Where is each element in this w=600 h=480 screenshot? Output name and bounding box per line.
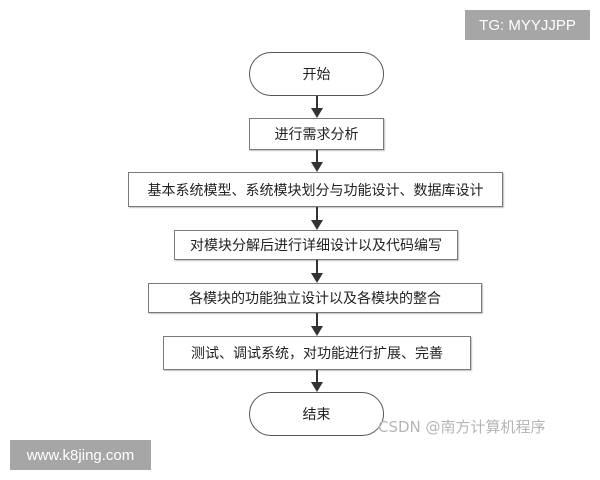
step-system-model-design: 基本系统模型、系统模块划分与功能设计、数据库设计 [128, 172, 503, 207]
website-badge: www.k8jing.com [10, 440, 151, 470]
arrow-head-icon [311, 273, 323, 283]
tg-badge: TG: MYYJJPP [465, 10, 590, 40]
step-testing-improvement: 测试、调试系统，对功能进行扩展、完善 [163, 336, 471, 370]
arrow-head-icon [311, 326, 323, 336]
arrow-connector [316, 370, 318, 382]
arrow-head-icon [311, 108, 323, 118]
arrow-head-icon [311, 220, 323, 230]
step-module-integration: 各模块的功能独立设计以及各模块的整合 [148, 283, 482, 313]
csdn-watermark: CSDN @南方计算机程序 [378, 418, 546, 436]
arrow-connector [316, 207, 318, 222]
start-node: 开始 [249, 52, 384, 96]
step-detailed-design-coding: 对模块分解后进行详细设计以及代码编写 [174, 230, 458, 260]
arrow-connector [316, 260, 318, 273]
end-node: 结束 [249, 392, 384, 436]
arrow-connector [316, 150, 318, 164]
arrow-connector [316, 313, 318, 326]
arrow-head-icon [311, 162, 323, 172]
arrow-connector [316, 96, 318, 110]
arrow-head-icon [311, 382, 323, 392]
step-requirements-analysis: 进行需求分析 [249, 118, 384, 150]
